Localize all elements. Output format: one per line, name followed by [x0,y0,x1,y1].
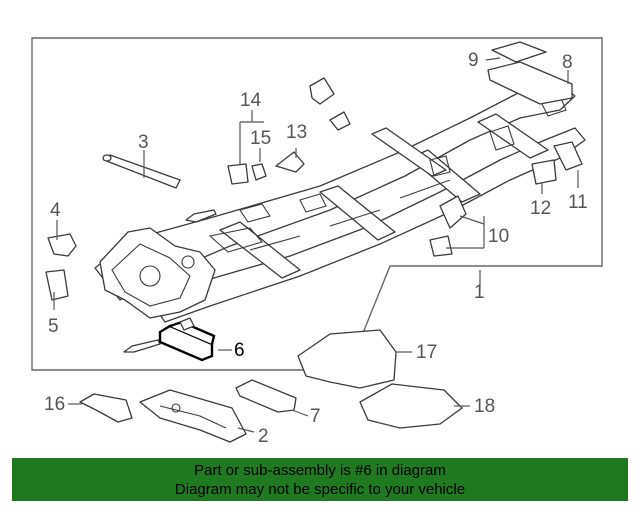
part-9-plate [491,41,547,63]
bracket-upper-center [309,77,335,105]
leader-lines [53,57,579,433]
callout-8: 8 [562,52,573,73]
info-banner: Part or sub-assembly is #6 in diagram Di… [12,458,628,501]
part-4-bracket [47,233,77,257]
part-16-bracket [79,393,133,423]
callout-18: 18 [474,396,495,417]
callouts: 1 2 3 4 5 6 7 8 9 10 11 12 13 14 15 16 1… [44,50,588,447]
part-13-bracket [275,151,305,173]
callout-2: 2 [258,426,269,447]
callout-4: 4 [50,200,61,221]
part-3-rod [102,154,181,189]
callout-14: 14 [240,90,262,111]
part-7-bracket [235,379,297,413]
callout-7: 7 [310,406,321,427]
part-8-bracket [487,61,573,105]
callout-13: 13 [286,122,307,143]
part-15-bushing [251,163,267,181]
frame-assembly-illustration [94,83,586,323]
part-17-shield [297,329,397,389]
bolt-left [123,339,161,353]
part-12-mount [531,159,557,185]
callout-6: 6 [234,340,245,361]
callout-5: 5 [48,316,59,337]
part-6-crossmember [158,317,216,362]
part-11-bracket [553,141,583,171]
part-10-mount-lower [429,235,453,257]
callout-15: 15 [250,128,271,149]
bolt-center [185,209,217,223]
callout-11: 11 [568,192,588,213]
part-5-mount [45,269,69,301]
part-10-mount-upper [439,195,467,229]
banner-line-1: Part or sub-assembly is #6 in diagram [194,462,446,479]
banner-line-2: Diagram may not be specific to your vehi… [174,481,466,498]
callout-12: 12 [530,198,551,219]
part-14-mount [227,163,249,185]
callout-3: 3 [138,132,149,153]
bracket-small-center [329,111,351,131]
frame-assembly-box [31,37,603,371]
callout-9: 9 [468,50,479,71]
callout-17: 17 [416,342,437,363]
callout-16: 16 [44,394,65,415]
callout-1: 1 [474,282,485,303]
part-18-shield [359,383,463,429]
callout-10: 10 [488,226,509,247]
part-2-subframe [139,389,247,443]
parts-diagram: 1 2 3 4 5 6 7 8 9 10 11 12 13 14 15 16 1… [31,37,603,447]
